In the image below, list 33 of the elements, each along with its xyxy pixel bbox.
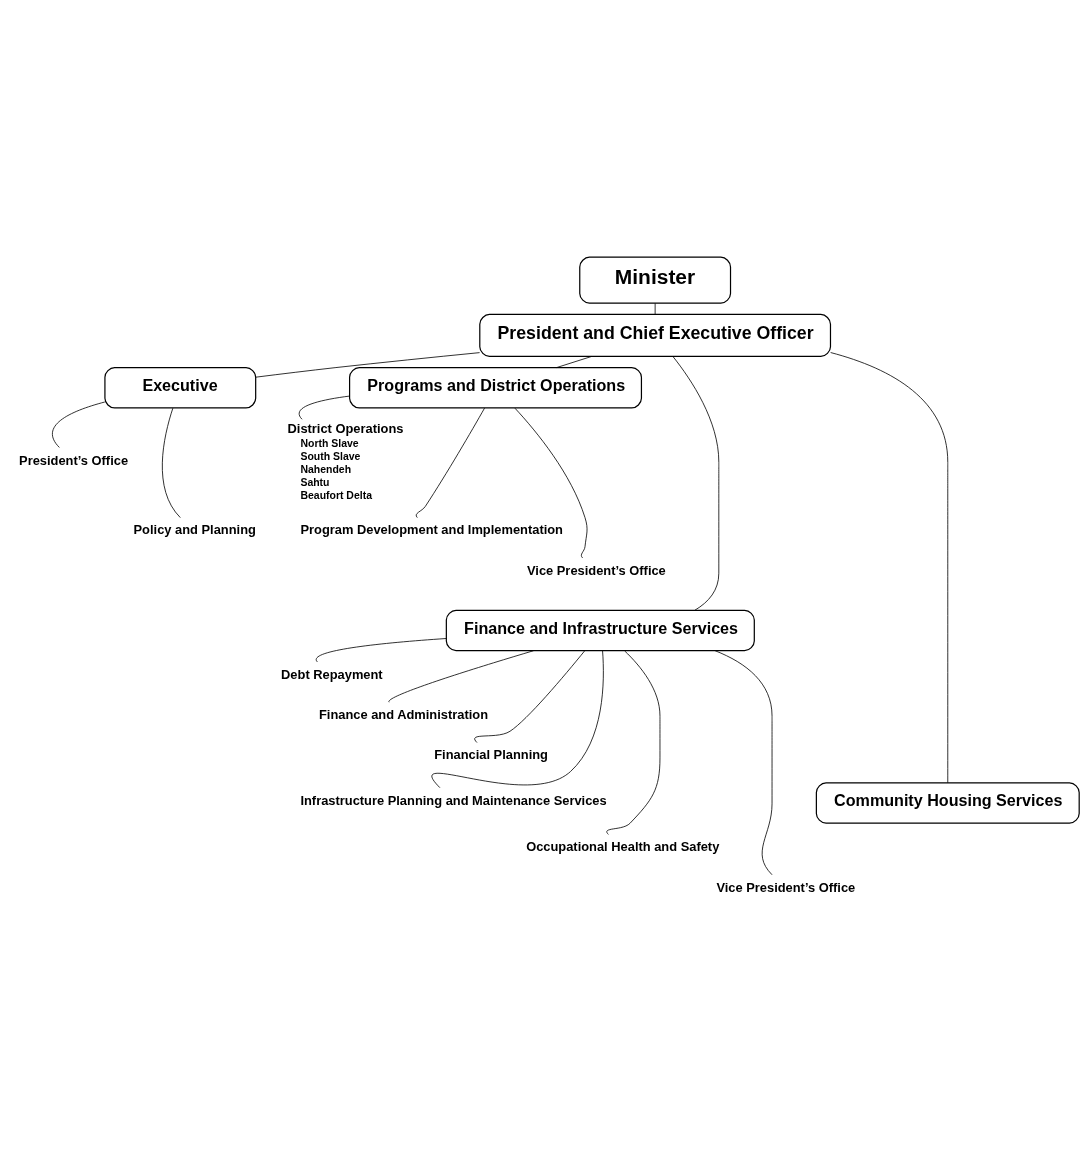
connector	[161, 407, 181, 519]
node-text: Infrastructure Planning and Maintenance Services	[300, 793, 607, 809]
node-text: Policy and Planning	[133, 522, 256, 538]
connector	[830, 352, 949, 784]
node-text: Financial Planning	[434, 747, 548, 763]
node-text: District Operations North Slave South Slave Nahendeh Sahtu Beaufort Delta	[287, 420, 404, 501]
node-text: Occupational Health and Safety	[526, 839, 720, 855]
node-box: President and Chief Executive Officer	[479, 313, 832, 357]
connector	[255, 352, 480, 378]
connector	[298, 395, 350, 420]
connector	[431, 650, 604, 789]
node-text: President’s Office	[19, 453, 129, 469]
connector	[514, 407, 588, 559]
node-box: Community Housing Services	[815, 782, 1080, 824]
node-box: Programs and District Operations	[349, 367, 643, 409]
connector	[654, 303, 656, 315]
node-text: Program Development and Implementation	[300, 522, 563, 538]
node-box: Minister	[579, 256, 732, 304]
node-box: Finance and Infrastructure Services	[445, 609, 755, 652]
node-text: Vice President’s Office	[526, 562, 666, 578]
connector	[672, 356, 720, 611]
connector	[388, 650, 534, 703]
node-box: Executive	[104, 367, 257, 409]
connector	[52, 401, 106, 448]
connector	[415, 407, 485, 519]
connector	[315, 638, 447, 663]
connector	[714, 650, 773, 876]
node-text: Finance and Administration	[318, 707, 489, 722]
node-text: Debt Repayment	[281, 666, 383, 682]
connector	[556, 356, 592, 368]
connector	[606, 650, 661, 835]
connector	[474, 650, 586, 743]
node-text: Vice President’s Office	[716, 879, 856, 895]
